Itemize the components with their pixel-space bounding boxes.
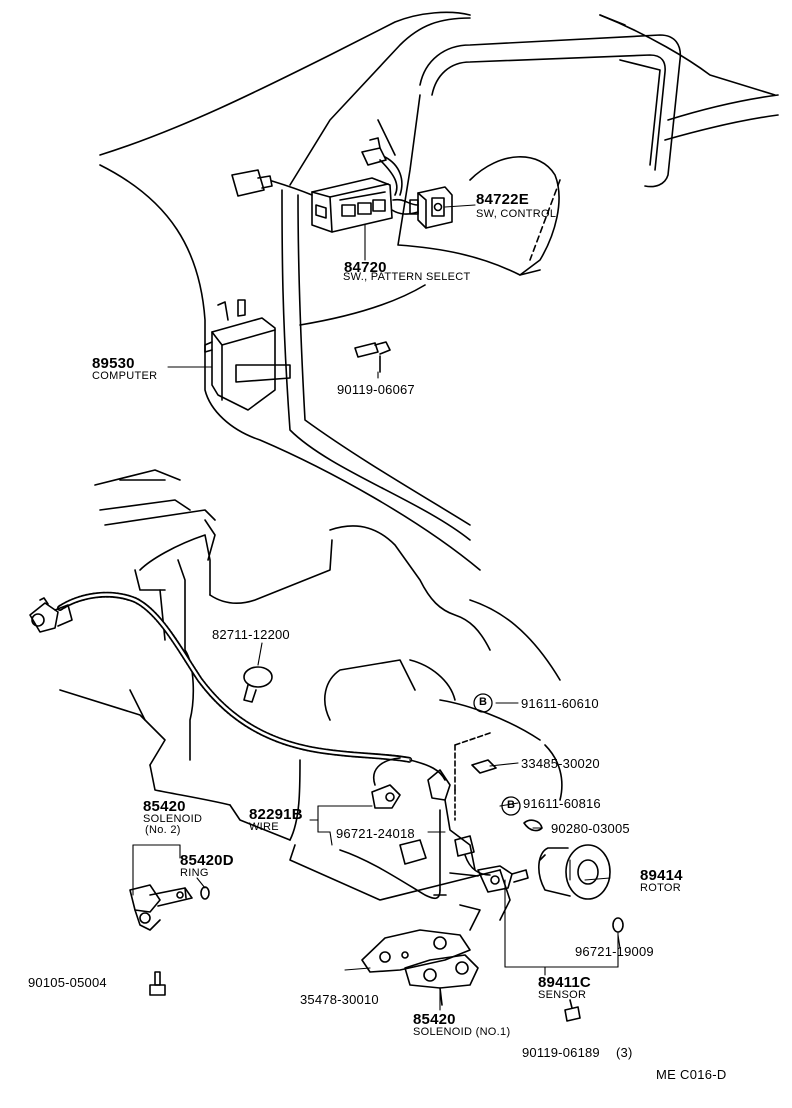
small-ring-part-number: 90280-03005 <box>551 821 630 836</box>
screw-bottom-part-number: 90119-06189 <box>522 1045 600 1060</box>
pattern-select-switch <box>311 177 393 233</box>
solenoid-no1 <box>404 954 479 1006</box>
control-switch <box>391 186 453 229</box>
connector-upper <box>231 137 403 197</box>
computer-part-number: 89530 <box>92 355 135 372</box>
computer-unit <box>204 299 291 411</box>
bolt-b2-part-number: 91611-60816 <box>523 796 601 811</box>
wire-description: WIRE <box>249 821 279 833</box>
sensor-oring-part-number: 96721-19009 <box>575 944 654 959</box>
wire-harness <box>29 591 491 900</box>
rotor-part-number: 89414 <box>640 867 683 884</box>
dashboard-panel <box>99 11 779 571</box>
solenoid-no1-description: SOLENOID (NO.1) <box>413 1026 511 1038</box>
leader-lines <box>132 204 621 1011</box>
sw-control-description: SW, CONTROL <box>476 208 557 220</box>
rotor-description: ROTOR <box>640 882 682 894</box>
computer-description: COMPUTER <box>92 370 158 382</box>
sensor-part-number: 89411C <box>538 974 591 991</box>
diagram-code: ME C016-D <box>656 1067 727 1082</box>
sensor-o-ring <box>612 917 624 933</box>
clamp-part-number: 82711-12200 <box>212 627 290 642</box>
bolt-left-part-number: 90105-05004 <box>28 975 107 990</box>
bracket-part-number: 33485-30020 <box>521 756 600 771</box>
screw-top-part-number: 90119-06067 <box>337 382 415 397</box>
ring-description: RING <box>180 867 209 879</box>
transmission-body <box>59 469 563 931</box>
badge-b-1: B <box>479 696 488 708</box>
solenoid-no2-sub: (No. 2) <box>145 824 181 836</box>
rotor <box>538 844 611 900</box>
screw-bottom <box>564 999 581 1022</box>
bolt-b1-part-number: 91611-60610 <box>521 696 599 711</box>
solenoid-no2 <box>129 884 210 931</box>
screw-top <box>354 341 391 373</box>
bolt-left <box>149 971 166 996</box>
gasket <box>361 929 471 973</box>
screw-bottom-quantity: (3) <box>616 1045 633 1060</box>
sensor-description: SENSOR <box>538 989 587 1001</box>
sensor <box>449 865 529 893</box>
clamp <box>243 666 273 703</box>
solenoid-no2-part-number: 85420 <box>143 798 186 815</box>
badge-circles <box>473 693 521 816</box>
wire-part-number: 82291B <box>249 806 303 823</box>
solenoid-no1-part-number: 85420 <box>413 1011 456 1028</box>
ring-part-number: 85420D <box>180 852 234 869</box>
gasket-part-number: 35478-30010 <box>300 992 379 1007</box>
solenoid-no2-description: SOLENOID <box>143 813 203 825</box>
sw-pattern-select-description: SW., PATTERN SELECT <box>343 271 471 283</box>
sw-pattern-select-part-number: 84720 <box>344 259 387 276</box>
sw-control-part-number: 84722E <box>476 191 529 208</box>
small-ring <box>523 819 543 832</box>
oring-part-number: 96721-24018 <box>336 826 415 841</box>
bracket <box>454 732 497 791</box>
badge-b-2: B <box>507 799 516 811</box>
